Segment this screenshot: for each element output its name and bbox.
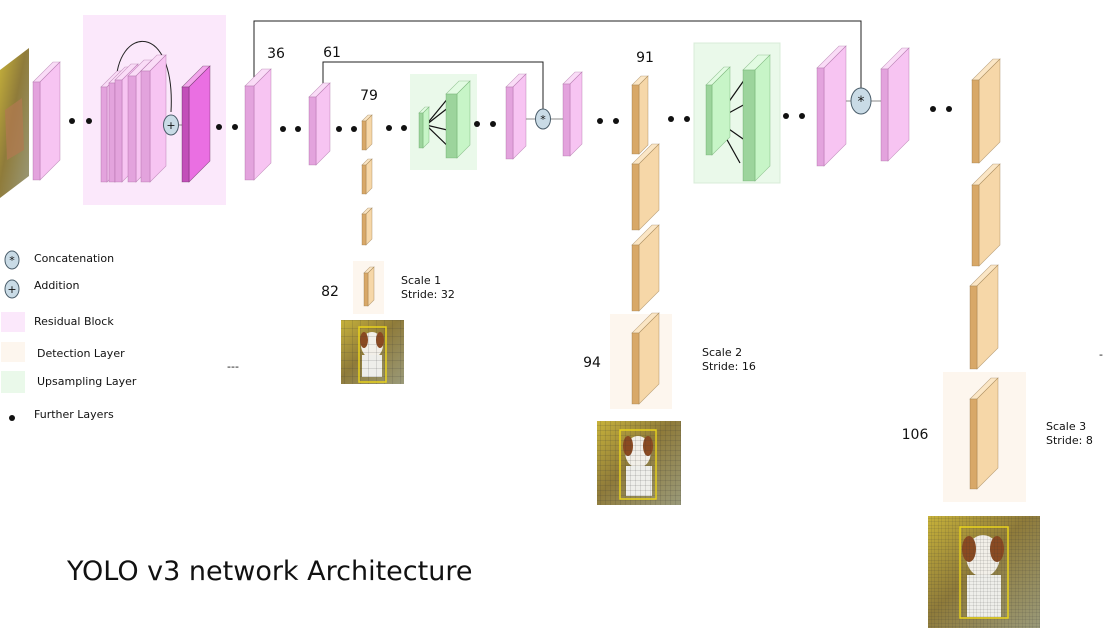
detection-path-layer (969, 264, 999, 370)
addition-operator-residual: + (163, 114, 179, 136)
further-layer-dot (474, 121, 480, 127)
further-layers-dots (69, 106, 952, 132)
scale-1-label: Scale 1 (401, 274, 441, 287)
layer-number-79: 79 (360, 88, 378, 104)
layer-slabs (32, 45, 1001, 490)
legend-upsampling-layer: Upsampling Layer (37, 375, 137, 388)
further-layer-dot (232, 124, 238, 130)
scale-2-stride: Stride: 16 (702, 360, 756, 373)
detection-path-layer (361, 158, 373, 195)
further-layer-dot (946, 106, 952, 112)
scale-3-label: Scale 3 (1046, 420, 1086, 433)
input-image (0, 48, 29, 198)
concatenation-legend-icon (4, 250, 20, 270)
upsampling-layer-legend-swatch (1, 371, 25, 393)
legend-detection-layer: Detection Layer (37, 347, 125, 360)
layer-91 (631, 75, 649, 155)
addition-legend-icon (4, 279, 20, 299)
skip-connections (115, 20, 862, 113)
legend: * Concatenation + Addition Residual Bloc… (1, 250, 137, 421)
detection-path-layer (361, 207, 373, 246)
legend-addition: Addition (34, 279, 79, 292)
further-layer-dot (295, 126, 301, 132)
layer-82 (363, 266, 375, 307)
detection-path-layer (971, 58, 1001, 164)
residual-layer (816, 45, 847, 167)
further-layer-dot (684, 116, 690, 122)
scale-3-stride: Stride: 8 (1046, 434, 1093, 447)
layer-number-106: 106 (902, 427, 929, 443)
layer-61 (308, 82, 331, 166)
further-layer-dot (336, 126, 342, 132)
further-layer-dot (613, 118, 619, 124)
residual-layer (505, 73, 527, 160)
further-layer-dot (69, 118, 75, 124)
diagram-title: YOLO v3 network Architecture (66, 556, 472, 587)
further-layer-dot (668, 116, 674, 122)
concatenation-operator-1: * (535, 108, 551, 130)
layer-number-94: 94 (583, 355, 601, 371)
upsampling-layer (742, 54, 771, 182)
residual-block-layer (140, 54, 167, 183)
residual-layer (562, 71, 583, 157)
layer-36 (244, 68, 272, 181)
further-layer-dot (386, 125, 392, 131)
upsampling-layer (705, 66, 731, 156)
detection-output-image-scale-2 (597, 421, 681, 505)
legend-residual-block: Residual Block (34, 315, 114, 328)
further-layer-dot (401, 125, 407, 131)
layer-number-82: 82 (321, 284, 339, 300)
residual-layer (32, 61, 61, 181)
concatenation-symbol: * (858, 94, 865, 110)
further-layer-dot (930, 106, 936, 112)
further-layer-dot (597, 118, 603, 124)
further-layer-dot (280, 126, 286, 132)
detection-layer-legend-swatch (1, 342, 25, 362)
ellipsis-marker: --- (227, 360, 239, 373)
further-layer-dot (783, 113, 789, 119)
layer-number-61: 61 (323, 45, 341, 61)
legend-further-layers: Further Layers (34, 408, 114, 421)
layer-106 (969, 377, 999, 490)
layer-94 (631, 312, 660, 405)
detection-path-layer (971, 163, 1001, 267)
detection-output-image-scale-3 (928, 516, 1040, 628)
concatenation-legend-symbol: * (9, 254, 15, 267)
concatenation-symbol: * (540, 113, 546, 126)
residual-block-legend-swatch (1, 312, 25, 332)
detection-output-image-scale-1 (341, 320, 404, 384)
layer-number-36: 36 (267, 46, 285, 62)
detection-path-layer (631, 224, 660, 312)
detection-path-layer (631, 143, 660, 231)
upsampling-layer (445, 80, 471, 159)
scale-2-label: Scale 2 (702, 346, 742, 359)
layer-number-91: 91 (636, 50, 654, 66)
upsampling-layer (418, 106, 430, 149)
layer-79 (361, 114, 373, 151)
scale-1-stride: Stride: 32 (401, 288, 455, 301)
addition-legend-symbol: + (7, 283, 16, 296)
legend-concatenation: Concatenation (34, 252, 114, 265)
further-layer-dot (799, 113, 805, 119)
further-layer-dot (351, 126, 357, 132)
further-layer-dot (86, 118, 92, 124)
residual-layer (880, 47, 910, 162)
further-layer-dot (216, 124, 222, 130)
residual-block-output-layer (181, 65, 211, 183)
concatenation-operator-2: * (850, 87, 872, 115)
dash-marker: - (1099, 348, 1103, 361)
further-layers-legend-dot (9, 415, 15, 421)
addition-symbol: + (166, 119, 175, 132)
further-layer-dot (490, 121, 496, 127)
